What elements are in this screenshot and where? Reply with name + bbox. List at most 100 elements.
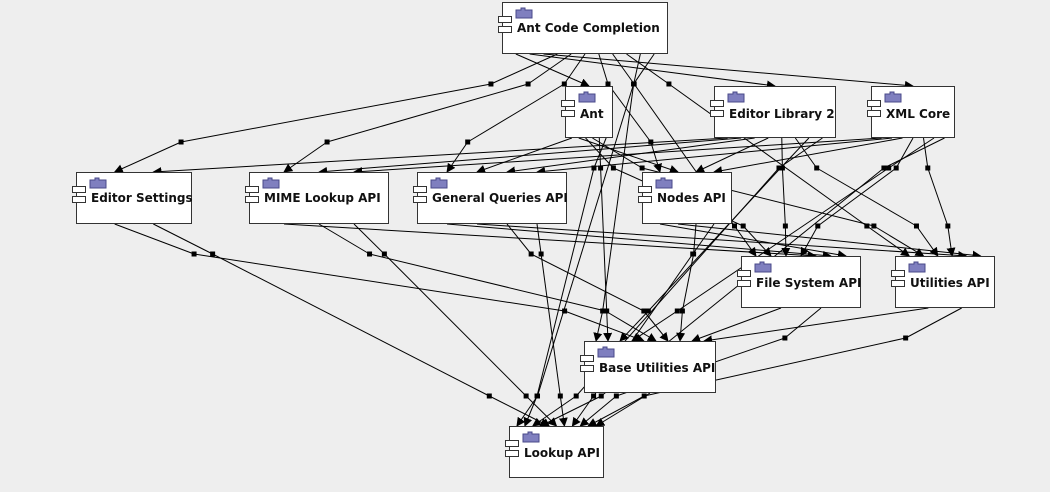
dependency-edge — [817, 167, 897, 227]
node-utilities-api[interactable]: Utilities API — [891, 256, 995, 308]
puzzle-icon — [655, 177, 673, 189]
dependency-edge — [602, 83, 635, 312]
edge-bend-point — [528, 251, 534, 257]
node-nodes-api[interactable]: Nodes API — [638, 172, 732, 224]
component-tab — [867, 110, 881, 117]
dependency-edge — [668, 83, 868, 227]
node-label: XML Core — [886, 107, 951, 121]
node-xml-core[interactable]: XML Core — [867, 86, 955, 138]
edge-bend-point — [591, 165, 597, 171]
dependency-edge — [353, 137, 882, 176]
edge-bend-point — [191, 251, 197, 257]
dependency-edge — [384, 253, 527, 397]
node-file-system-api[interactable]: File System API — [737, 256, 862, 308]
dependency-edge — [626, 53, 670, 85]
puzzle-icon — [522, 431, 540, 443]
edge-bend-point — [641, 308, 647, 314]
edge-bend-point — [600, 308, 606, 314]
puzzle-icon — [578, 91, 596, 103]
edge-bend-point — [538, 251, 544, 257]
dependency-edge — [713, 137, 903, 175]
component-tab — [891, 280, 905, 287]
puzzle-icon — [884, 91, 902, 103]
edge-bend-point — [602, 308, 608, 314]
dependency-edge — [318, 223, 370, 255]
dependency-edge — [283, 223, 817, 261]
edge-bend-point — [645, 308, 651, 314]
edge-bend-point — [732, 223, 737, 229]
edge-bend-point — [925, 165, 931, 171]
node-ant[interactable]: Ant — [561, 86, 613, 138]
dependency-edge — [816, 167, 917, 227]
node-base-utilities-api[interactable]: Base Utilities API — [580, 341, 716, 393]
dependency-edge — [633, 53, 655, 85]
dependency-edge — [153, 223, 213, 255]
node-mime-lookup-api[interactable]: MIME Lookup API — [245, 172, 389, 224]
edge-bend-point — [648, 139, 654, 145]
dependency-edge — [677, 167, 889, 312]
dependency-edge — [527, 53, 572, 85]
dependency-edge — [643, 310, 669, 342]
puzzle-icon — [430, 177, 448, 189]
dependency-edge — [353, 223, 385, 255]
edge-bend-point — [631, 81, 637, 87]
edge-bend-point — [178, 139, 184, 145]
puzzle-icon — [597, 346, 615, 358]
node-editor-settings[interactable]: Editor Settings — [72, 172, 193, 224]
edge-bend-point — [814, 165, 820, 171]
dependency-edge — [695, 137, 769, 173]
edge-bend-point — [782, 223, 788, 229]
edge-bend-point — [562, 308, 568, 314]
edge-bend-point — [674, 308, 680, 314]
node-ant-code-completion[interactable]: Ant Code Completion — [498, 2, 668, 54]
puzzle-icon — [262, 177, 280, 189]
dependency-edge — [595, 392, 651, 427]
node-label: File System API — [756, 276, 862, 290]
dependency-edge — [873, 225, 925, 257]
node-label: Ant — [580, 107, 604, 121]
dependency-edge — [612, 53, 635, 85]
edge-bend-point — [465, 139, 471, 145]
dependency-edge — [180, 83, 492, 143]
dependency-edge — [703, 307, 929, 345]
dependency-edge — [476, 223, 968, 260]
dependency-edge — [659, 223, 847, 260]
dependency-edge — [681, 253, 695, 312]
component-tab — [498, 26, 512, 33]
puzzle-icon — [89, 177, 107, 189]
dependency-edge — [543, 53, 914, 90]
edge-bend-point — [598, 393, 604, 399]
node-label: Ant Code Completion — [517, 21, 660, 35]
dependency-edge — [888, 137, 935, 169]
dependency-edge — [905, 307, 962, 339]
node-editor-library-2[interactable]: Editor Library 2 — [710, 86, 836, 138]
dependency-edge — [603, 310, 613, 342]
component-tab — [413, 196, 427, 203]
dependency-edge — [212, 253, 490, 397]
edge-bend-point — [881, 165, 887, 171]
dependency-edge — [866, 225, 911, 257]
edge-bend-point — [886, 165, 892, 171]
dependency-edge — [490, 53, 558, 85]
dependency-edge — [784, 307, 822, 339]
edge-bend-point — [641, 393, 647, 399]
dependency-edge — [693, 223, 697, 255]
edge-bend-point — [776, 165, 782, 171]
dependency-edge — [946, 225, 956, 257]
node-general-queries-api[interactable]: General Queries API — [413, 172, 568, 224]
component-tab — [580, 365, 594, 372]
dependency-edge — [734, 225, 757, 257]
edge-bend-point — [782, 335, 788, 341]
dependency-edge — [283, 141, 328, 173]
dependency-edge — [536, 167, 595, 397]
dependency-edge — [564, 310, 645, 343]
node-label: Lookup API — [524, 446, 600, 460]
edge-bend-point — [525, 81, 531, 87]
dependency-edge — [593, 310, 604, 342]
node-lookup-api[interactable]: Lookup API — [505, 426, 604, 478]
dependency-edge — [506, 223, 532, 255]
edge-bend-point — [613, 393, 619, 399]
dependency-edge — [895, 137, 914, 169]
dependency-edge — [579, 395, 617, 427]
